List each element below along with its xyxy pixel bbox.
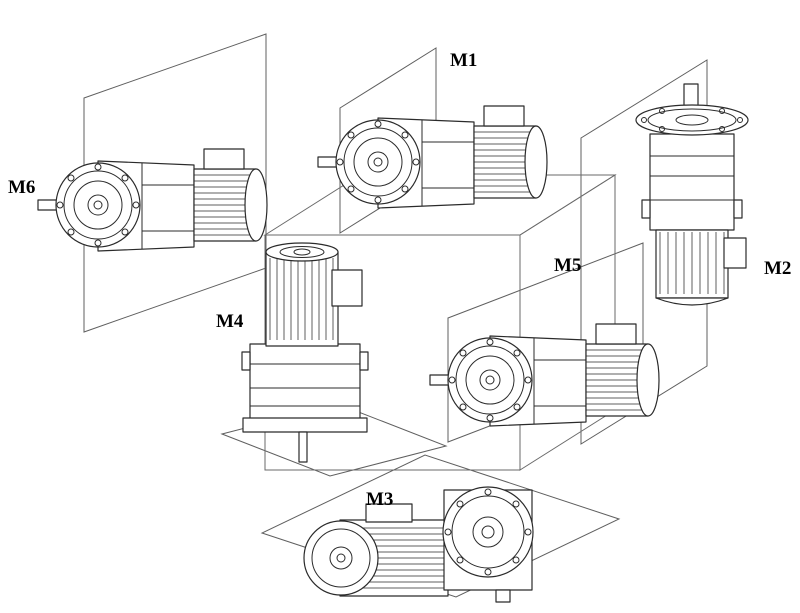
label-m2: M2 [764,258,791,279]
label-m5: M5 [554,255,581,276]
m4-cooling-fins [269,258,334,340]
m4-gearbox-detail [250,363,360,407]
m3-fan-cover [303,520,379,596]
gearmotor-m3-drawing [303,486,534,603]
gearmotor-m4-drawing [241,242,369,463]
label-m6: M6 [8,177,35,198]
m3-cooling-fins [344,527,444,589]
m3-terminal-box [365,503,413,523]
m4-terminal-box [331,269,363,307]
gearmotor-m6-drawing [37,148,268,252]
gearmotor-m1-drawing [317,105,548,209]
m2-terminal-box [723,237,747,269]
m2-end-bell [655,297,729,306]
m2-ear-left [641,199,651,219]
label-m3: M3 [366,489,393,510]
m4-ear-right [359,351,369,371]
m4-ear-left [241,351,251,371]
label-m1: M1 [450,50,477,71]
m4-output-shaft [298,431,308,463]
m2-ear-right [733,199,743,219]
m2-gearbox [649,133,735,231]
gearmotor-m5-drawing [429,323,660,427]
m3-output-shaft [495,589,511,603]
label-m4: M4 [216,311,244,332]
mounting-plane-m2 [580,59,708,445]
gearmotor-m2-drawing [635,83,749,306]
m4-flange-plate [242,417,368,433]
m4-fan-cover [265,242,339,262]
m3-flange [442,486,534,578]
m2-gearbox-detail [650,155,734,201]
m4-gearbox [249,343,361,421]
cube-right-face [519,174,616,471]
